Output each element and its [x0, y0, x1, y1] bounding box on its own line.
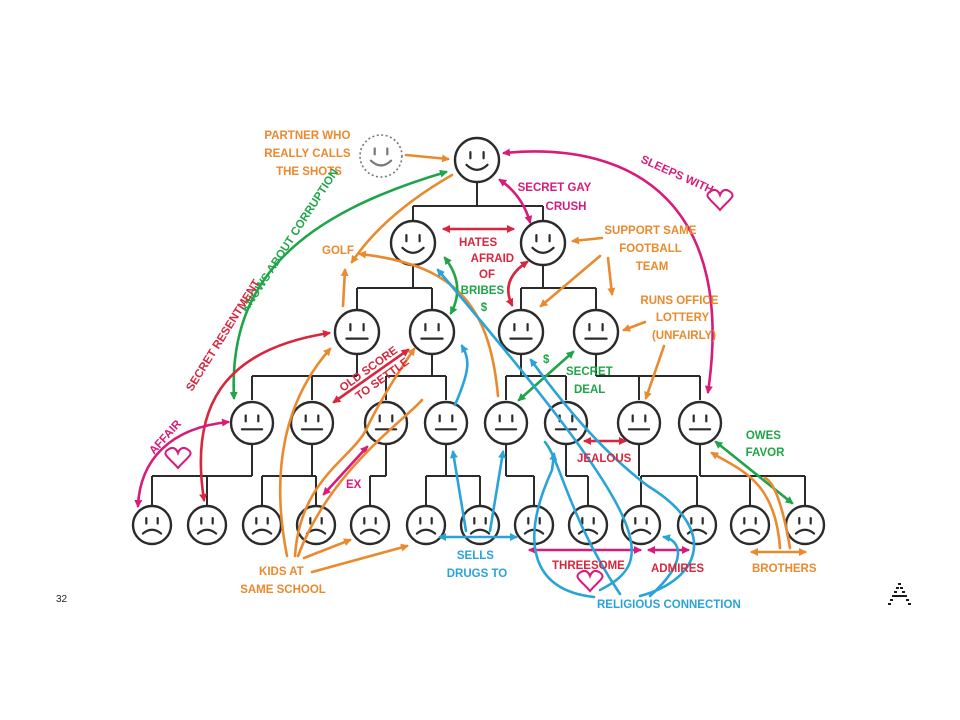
kids-school-arrow-4	[310, 543, 409, 574]
heart-icon	[576, 569, 604, 593]
hearts-layer	[164, 188, 734, 593]
religious-arrow-2	[529, 358, 696, 598]
support-team-arrow-2	[539, 254, 602, 308]
neutral-face-icon	[483, 400, 529, 446]
religious-connection-label: RELIGIOUS CONNECTION	[597, 599, 741, 611]
neutral-face-icon	[363, 400, 409, 446]
neutral-face-icon	[229, 400, 275, 446]
sad-face-icon	[405, 504, 447, 546]
kids-school-arrow-2	[293, 347, 416, 558]
sad-face-icon	[676, 504, 718, 546]
secret-deal-label: $ SECRET DEAL	[543, 354, 616, 396]
neutral-face-icon	[677, 400, 723, 446]
heart-icon	[164, 446, 192, 470]
support-team-label: SUPPORT SAME FOOTBALL TEAM	[604, 225, 699, 273]
ex-arrow	[322, 445, 369, 496]
secret-gay-crush-label: SECRET GAY CRUSH	[518, 182, 595, 213]
brothers-label: BROTHERS	[752, 563, 817, 575]
neutral-face-icon	[572, 308, 620, 356]
kids-school-label: KIDS AT SAME SCHOOL	[240, 566, 326, 596]
sad-face-icon	[241, 504, 283, 546]
sells-drugs-label: SELLS DRUGS TO	[447, 550, 508, 580]
afraid-label: AFRAID OF	[471, 253, 518, 281]
golf-label: GOLF	[322, 245, 354, 257]
neutral-face-icon	[333, 308, 381, 356]
sad-face-icon	[131, 504, 173, 546]
religious-arrow-4	[436, 268, 634, 592]
brothers-arrow-up	[710, 451, 782, 550]
happy-face-icon	[519, 219, 567, 267]
sleeps-with-label: SLEEPS WITH	[639, 154, 715, 197]
bribes-label: BRIBES $	[461, 285, 508, 314]
afraid-arrow	[505, 260, 529, 307]
kids-school-arrow-3	[302, 538, 352, 560]
page-number: 32	[56, 594, 68, 605]
sad-face-icon	[729, 504, 771, 546]
owes-favor-label: OWES FAVOR	[746, 430, 785, 459]
sells-drugs-arrow-4	[453, 344, 469, 407]
logo-icon	[888, 583, 911, 605]
heart-icon	[706, 188, 734, 212]
secret-deal-arrow	[517, 350, 575, 402]
sad-face-icon	[349, 504, 391, 546]
affair-arrow	[134, 418, 230, 508]
sad-face-icon	[295, 504, 337, 546]
partner-label: PARTNER WHO REALLY CALLS THE SHOTS	[264, 130, 353, 178]
arrows-layer	[134, 148, 807, 599]
threesome-label: THREESOME	[552, 560, 625, 572]
old-score-arrow	[332, 348, 410, 404]
ex-label: EX	[346, 479, 362, 491]
sad-face-icon	[784, 504, 826, 546]
office-lottery-label: RUNS OFFICE LOTTERY (UNFAIRLY)	[640, 295, 721, 342]
happy-face-icon	[359, 134, 403, 178]
religious-arrow-5	[648, 534, 680, 598]
tree-lines	[151, 183, 806, 505]
happy-face-icon	[453, 136, 501, 184]
lottery-arrow-2	[644, 344, 666, 400]
brothers-arrow-up-2	[763, 476, 792, 550]
sleeps-with-arrow	[502, 148, 714, 394]
support-team-arrow-1	[571, 236, 604, 245]
kids-school-arrow-5	[296, 398, 424, 558]
neutral-face-icon	[289, 400, 335, 446]
happy-face-icon	[389, 219, 437, 267]
kids-school-arrow-1	[278, 347, 332, 558]
hates-label: HATES	[459, 237, 497, 249]
lottery-arrow-1	[622, 320, 647, 332]
sad-face-icon	[186, 504, 228, 546]
owes-favor-arrow	[714, 440, 794, 505]
support-team-arrow-3	[606, 256, 616, 296]
bribes-arrow	[443, 256, 459, 315]
neutral-face-icon	[408, 308, 456, 356]
golf-arrow-up	[340, 268, 349, 308]
sells-drugs-arrow-3	[488, 450, 506, 533]
admires-label: ADMIRES	[651, 563, 704, 575]
sad-face-icon	[620, 504, 662, 546]
neutral-face-icon	[423, 400, 469, 446]
neutral-face-icon	[497, 308, 545, 356]
partner-arrow	[404, 153, 450, 163]
religious-arrow-1	[533, 452, 596, 599]
sells-drugs-arrow-2	[450, 450, 468, 533]
religious-arrow-3	[543, 440, 622, 596]
neutral-face-icon	[616, 400, 662, 446]
golf-arrow-right	[358, 250, 500, 398]
jealous-label: JEALOUS	[577, 453, 632, 465]
